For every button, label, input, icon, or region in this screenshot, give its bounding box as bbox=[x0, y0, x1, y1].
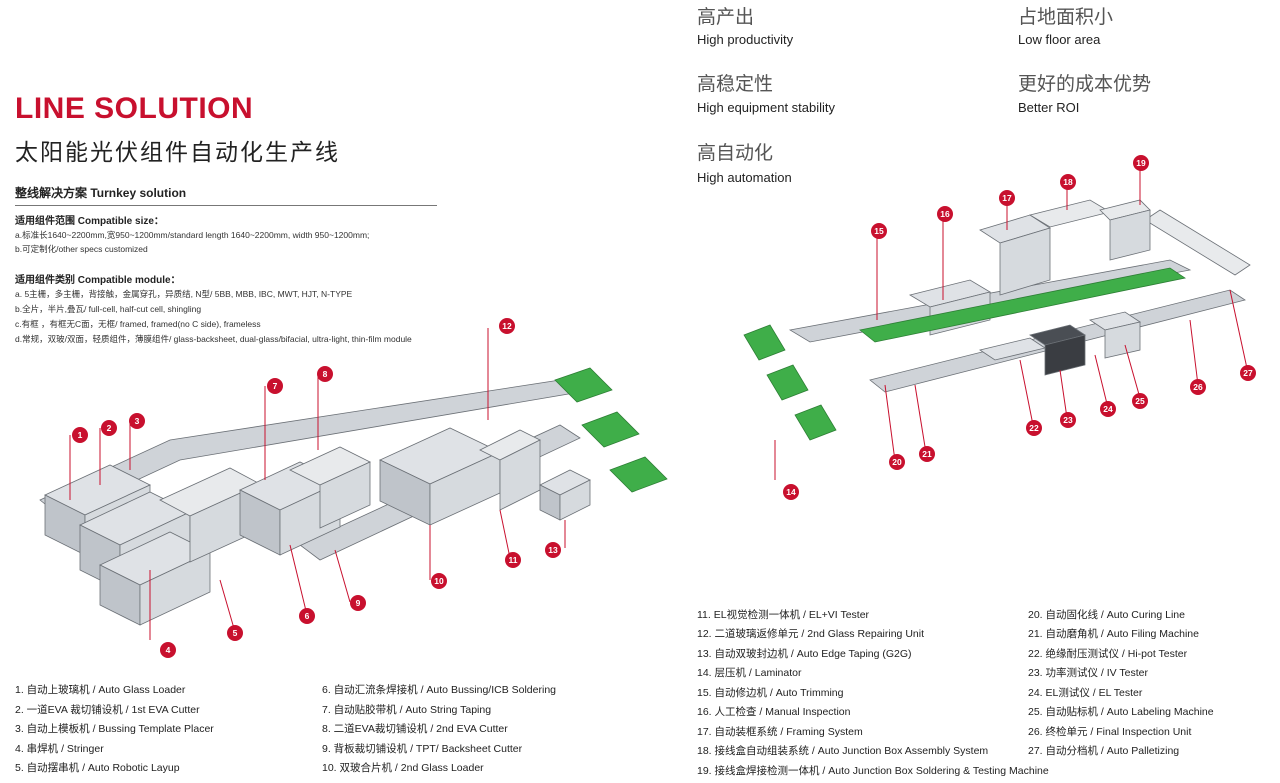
station-badge-5: 5 bbox=[227, 625, 243, 641]
station-badge-22: 22 bbox=[1026, 420, 1042, 436]
module-line: a. 5主栅，多主栅，背接触，金属穿孔，异质结, N型/ 5BB, MBB, I… bbox=[15, 289, 353, 299]
feature-text: High automation bbox=[697, 170, 792, 185]
legend-item: 11. EL视觉检测一体机 / EL+VI Tester bbox=[697, 609, 870, 621]
feature-title: 高产出 bbox=[697, 6, 755, 28]
legend-item: 16. 人工检查 / Manual Inspection bbox=[697, 706, 851, 718]
station-badge-1: 1 bbox=[72, 427, 88, 443]
station-badge-14: 14 bbox=[783, 484, 799, 500]
station-badge-8: 8 bbox=[317, 366, 333, 382]
legend-item: 10. 双玻合片机 / 2nd Glass Loader bbox=[322, 762, 484, 774]
module-line: c.有框 ，有框无C面，无框/ framed, framed(no C side… bbox=[15, 319, 261, 329]
legend-item: 23. 功率测试仪 / IV Tester bbox=[1028, 667, 1149, 679]
legend-item: 15. 自动修边机 / Auto Trimming bbox=[697, 687, 844, 699]
station-badge-10: 10 bbox=[431, 573, 447, 589]
station-badge-26: 26 bbox=[1190, 379, 1206, 395]
feature-text: Low floor area bbox=[1018, 32, 1101, 47]
station-badge-18: 18 bbox=[1060, 174, 1076, 190]
module-heading: 适用组件类别 Compatible module： bbox=[15, 275, 181, 286]
turnkey-heading: 整线解决方案 Turnkey solution bbox=[15, 186, 187, 200]
size-line: a.标准长1640~2200mm,宽950~1200mm/standard le… bbox=[15, 230, 370, 240]
station-badge-13: 13 bbox=[545, 542, 561, 558]
legend-item: 7. 自动贴胶带机 / Auto String Taping bbox=[322, 704, 492, 716]
module-line: b.全片，半片,叠瓦/ full-cell, half-cut cell, sh… bbox=[15, 304, 202, 314]
legend-item: 20. 自动固化线 / Auto Curing Line bbox=[1028, 609, 1185, 621]
legend-item: 6. 自动汇流条焊接机 / Auto Bussing/ICB Soldering bbox=[322, 684, 556, 696]
right-line-illustration bbox=[743, 170, 1251, 480]
station-badge-6: 6 bbox=[299, 608, 315, 624]
feature-text: High equipment stability bbox=[697, 100, 836, 115]
legend-item: 8. 二道EVA裁切铺设机 / 2nd EVA Cutter bbox=[322, 723, 508, 735]
page-title: LINE SOLUTION bbox=[15, 92, 254, 125]
legend-item: 14. 层压机 / Laminator bbox=[697, 667, 802, 679]
feature-text: Better ROI bbox=[1018, 100, 1080, 115]
station-badge-7: 7 bbox=[267, 378, 283, 394]
legend-item: 26. 终检单元 / Final Inspection Unit bbox=[1028, 726, 1192, 738]
left-line-illustration bbox=[39, 328, 668, 640]
station-badge-15: 15 bbox=[871, 223, 887, 239]
legend-item: 17. 自动装框系统 / Framing System bbox=[697, 726, 863, 738]
legend-item: 2. 一道EVA 裁切铺设机 / 1st EVA Cutter bbox=[15, 704, 200, 716]
legend-item: 12. 二道玻璃返修单元 / 2nd Glass Repairing Unit bbox=[697, 628, 924, 640]
size-line: b.可定制化/other specs customized bbox=[15, 244, 148, 254]
legend-item: 13. 自动双玻封边机 / Auto Edge Taping (G2G) bbox=[697, 648, 912, 660]
legend-item: 25. 自动贴标机 / Auto Labeling Machine bbox=[1028, 706, 1214, 718]
legend-item: 27. 自动分档机 / Auto Palletizing bbox=[1028, 745, 1180, 757]
station-badge-16: 16 bbox=[937, 206, 953, 222]
feature-title: 高稳定性 bbox=[697, 73, 774, 95]
station-badge-4: 4 bbox=[160, 642, 176, 658]
station-badge-12: 12 bbox=[499, 318, 515, 334]
station-badge-2: 2 bbox=[101, 420, 117, 436]
station-badge-23: 23 bbox=[1060, 412, 1076, 428]
station-badge-19: 19 bbox=[1133, 155, 1149, 171]
legend-item: 18. 接线盒自动组装系统 / Auto Junction Box Assemb… bbox=[697, 745, 989, 757]
station-badge-24: 24 bbox=[1100, 401, 1116, 417]
feature-title: 占地面积小 bbox=[1018, 6, 1114, 28]
station-badge-3: 3 bbox=[129, 413, 145, 429]
station-badge-20: 20 bbox=[889, 454, 905, 470]
legend-item: 24. EL测试仪 / EL Tester bbox=[1028, 687, 1143, 699]
station-badge-9: 9 bbox=[350, 595, 366, 611]
page-subtitle: 太阳能光伏组件自动化生产线 bbox=[15, 140, 340, 166]
legend-item: 21. 自动磨角机 / Auto Filing Machine bbox=[1028, 628, 1199, 640]
station-badge-11: 11 bbox=[505, 552, 521, 568]
station-badge-27: 27 bbox=[1240, 365, 1256, 381]
legend-item: 1. 自动上玻璃机 / Auto Glass Loader bbox=[15, 684, 186, 696]
divider bbox=[15, 205, 437, 206]
feature-title: 高自动化 bbox=[697, 142, 774, 164]
feature-title: 更好的成本优势 bbox=[1018, 73, 1152, 95]
legend-item: 3. 自动上模板机 / Bussing Template Placer bbox=[15, 723, 214, 735]
module-line: d.常规，双玻/双面，轻质组件，薄膜组件/ glass-backsheet, d… bbox=[15, 334, 412, 344]
legend-item: 9. 背板裁切铺设机 / TPT/ Backsheet Cutter bbox=[322, 743, 523, 755]
legend-item: 22. 绝缘耐压测试仪 / Hi-pot Tester bbox=[1028, 648, 1188, 660]
station-badge-17: 17 bbox=[999, 190, 1015, 206]
feature-text: High productivity bbox=[697, 32, 794, 47]
legend-item: 5. 自动摆串机 / Auto Robotic Layup bbox=[15, 762, 180, 774]
legend-item: 4. 串焊机 / Stringer bbox=[15, 743, 104, 755]
station-badge-21: 21 bbox=[919, 446, 935, 462]
size-heading: 适用组件范围 Compatible size： bbox=[15, 216, 164, 227]
station-badge-25: 25 bbox=[1132, 393, 1148, 409]
legend-item: 19. 接线盒焊接检测一体机 / Auto Junction Box Solde… bbox=[697, 765, 1049, 777]
